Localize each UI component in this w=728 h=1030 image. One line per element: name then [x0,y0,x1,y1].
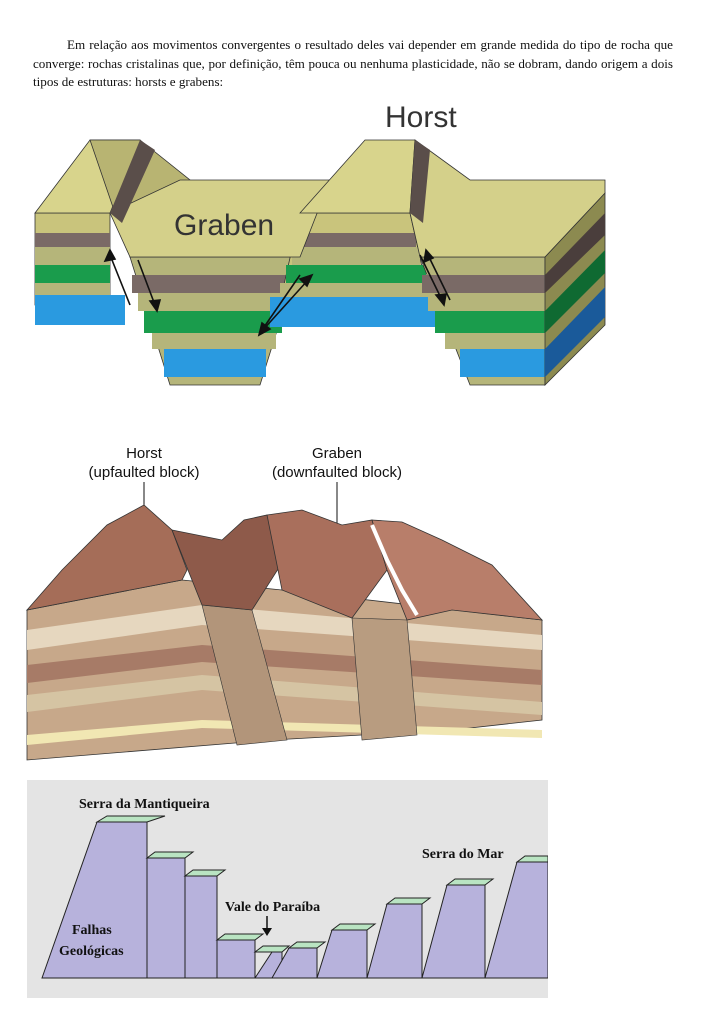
graben-subtitle: (downfaulted block) [272,464,402,481]
label-mantiqueira: Serra da Mantiqueira [79,797,210,812]
horst-graben-landscape-diagram: Horst (upfaulted block) Graben (downfaul… [25,445,544,761]
graben-label: Graben [174,209,274,242]
horst-graben-block-diagram: Graben Horst [34,101,606,386]
horst-subtitle: (upfaulted block) [89,464,200,481]
strata-section [26,579,543,761]
intro-text: Em relação aos movimentos convergentes o… [33,37,673,89]
graben-title: Graben [312,445,362,462]
label-serra-do-mar: Serra do Mar [422,847,504,862]
serra-mantiqueira-serra-mar-diagram: Serra da Mantiqueira Serra do Mar Vale d… [27,780,548,998]
horst-title: Horst [126,445,163,462]
label-vale-paraiba: Vale do Paraíba [225,900,320,915]
vale-arrowhead [262,928,272,936]
mountain-ridges [25,504,544,621]
intro-paragraph: Em relação aos movimentos convergentes o… [33,36,673,92]
block-tops [95,815,548,953]
fault-blocks [41,821,548,979]
top-surfaces [34,139,606,258]
fault-arrows [103,248,451,337]
label-falhas-line1: Falhas [72,923,112,938]
horst-label: Horst [385,101,457,134]
label-falhas-line2: Geológicas [59,944,124,959]
front-face-layers [34,212,546,386]
